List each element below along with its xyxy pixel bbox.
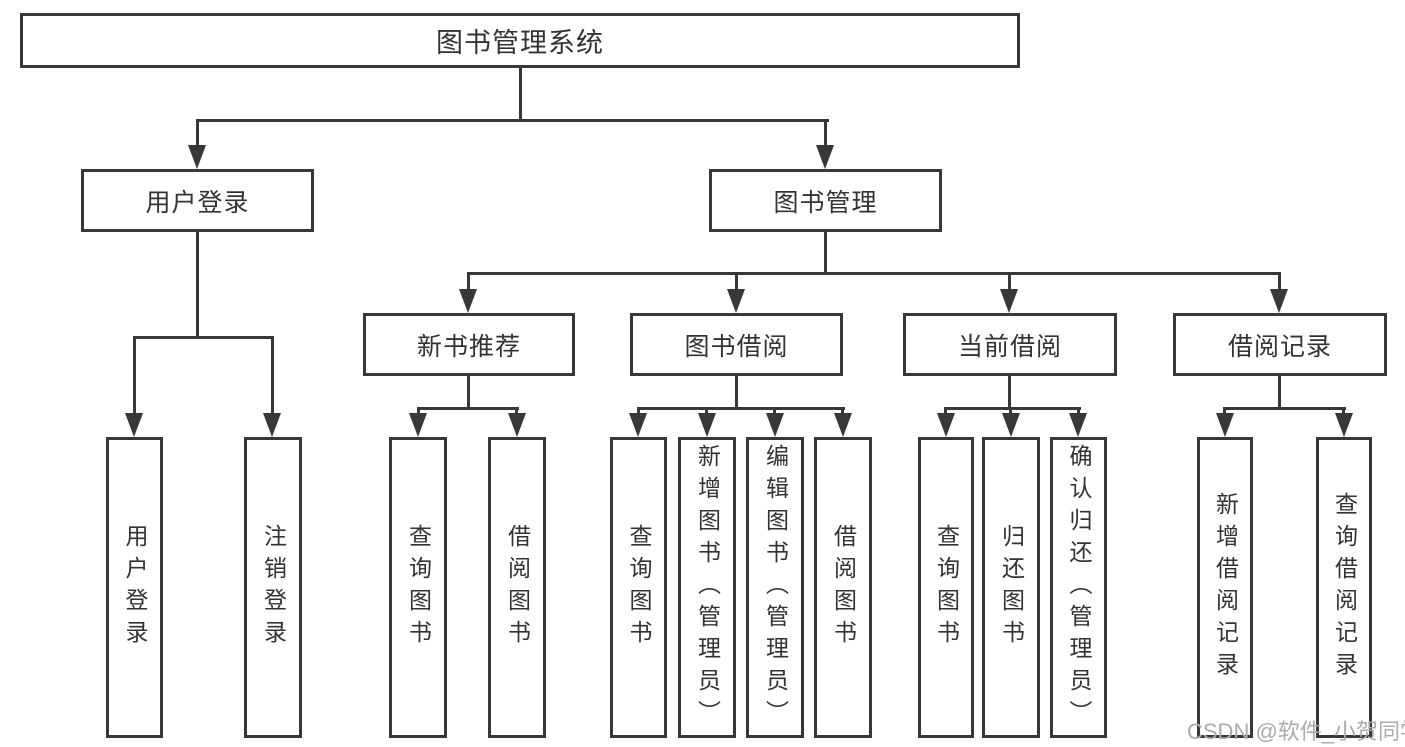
node-label: 图书借阅 xyxy=(684,332,789,361)
arrow-down-icon xyxy=(1000,289,1018,313)
arrow-down-icon xyxy=(409,413,427,437)
node-label: 确认归还（管理员） xyxy=(1066,443,1092,732)
arrow-down-icon xyxy=(1002,413,1020,437)
connector-drop-line xyxy=(1278,272,1281,291)
node-label: 查询图书 xyxy=(405,523,432,652)
arrow-down-icon xyxy=(1069,413,1087,437)
csdn-watermark: CSDN @软件_小贺同学 xyxy=(1187,719,1405,744)
arrow-down-icon xyxy=(727,289,745,313)
connector-drop-line xyxy=(1342,407,1345,415)
connector-login-vline xyxy=(196,232,199,336)
node-label: 查询图书 xyxy=(626,523,652,652)
connector-drop-line xyxy=(417,407,420,415)
node-user-login: 用户登录 xyxy=(81,169,314,232)
connector-drop-line xyxy=(1008,272,1011,291)
node-label: 图书管理系统 xyxy=(436,28,604,58)
connector-drop-line xyxy=(841,407,844,415)
node-book-management: 图书管理 xyxy=(709,169,942,232)
node-leaf-edit-book-admin: 编辑图书（管理员） xyxy=(746,437,804,738)
node-borrow-record: 借阅记录 xyxy=(1173,313,1387,376)
node-book-borrow: 图书借阅 xyxy=(630,313,843,376)
node-label: 当前借阅 xyxy=(957,332,1062,361)
connector-bookborrow-vline xyxy=(735,376,738,407)
connector-drop-line xyxy=(824,119,827,147)
node-label: 图书管理 xyxy=(773,188,878,217)
connector-mgmt-vline xyxy=(824,232,827,272)
node-leaf-query-book-3: 查询图书 xyxy=(918,437,974,738)
connector-drop-line xyxy=(196,119,199,147)
arrow-down-icon xyxy=(937,413,955,437)
connector-drop-line xyxy=(705,407,708,415)
node-leaf-add-book-admin: 新增图书（管理员） xyxy=(678,437,736,738)
node-label: 借阅记录 xyxy=(1227,332,1332,361)
node-label: 用户登录 xyxy=(122,523,148,652)
node-label: 查询图书 xyxy=(933,523,960,652)
connector-borrowrecord-vline xyxy=(1278,376,1281,407)
arrow-down-icon xyxy=(188,145,206,169)
node-leaf-borrow-book-2: 借阅图书 xyxy=(814,437,872,738)
connector-drop-line xyxy=(1223,407,1226,415)
node-leaf-confirm-return-admin: 确认归还（管理员） xyxy=(1050,437,1107,738)
arrow-down-icon xyxy=(1216,413,1234,437)
node-leaf-return-book: 归还图书 xyxy=(982,437,1040,738)
node-label: 新增借阅记录 xyxy=(1212,491,1239,684)
connector-root-vline xyxy=(519,68,522,120)
connector-borrowrecord-hline xyxy=(1223,407,1346,410)
node-label: 注销登录 xyxy=(260,523,287,652)
connector-login-hline xyxy=(133,336,274,339)
arrow-down-icon xyxy=(1335,413,1353,437)
node-label: 新增图书（管理员） xyxy=(694,443,721,732)
arrow-down-icon xyxy=(816,145,834,169)
node-label: 查询借阅记录 xyxy=(1331,491,1358,684)
connector-currentborrow-hline xyxy=(944,407,1081,410)
connector-drop-line xyxy=(1009,407,1012,415)
connector-drop-line xyxy=(515,407,518,415)
connector-drop-line xyxy=(1077,407,1080,415)
connector-newbook-hline xyxy=(417,407,519,410)
node-new-book-recommend: 新书推荐 xyxy=(363,313,575,376)
connector-drop-line xyxy=(133,336,136,415)
connector-drop-line xyxy=(735,272,738,291)
connector-drop-line xyxy=(467,272,470,291)
node-label: 编辑图书（管理员） xyxy=(762,443,789,732)
arrow-down-icon xyxy=(459,289,477,313)
arrow-down-icon xyxy=(698,413,716,437)
connector-newbook-vline xyxy=(467,376,470,407)
connector-drop-line xyxy=(637,407,640,415)
arrow-down-icon xyxy=(1270,289,1288,313)
connector-level2-hline xyxy=(467,272,1281,275)
arrow-down-icon xyxy=(263,413,281,437)
node-leaf-query-book-2: 查询图书 xyxy=(610,437,667,738)
node-current-borrow: 当前借阅 xyxy=(903,313,1117,376)
node-leaf-query-book-1: 查询图书 xyxy=(389,437,447,738)
node-label: 用户登录 xyxy=(145,188,250,217)
arrow-down-icon xyxy=(508,413,526,437)
connector-drop-line xyxy=(944,407,947,415)
arrow-down-icon xyxy=(834,413,852,437)
connector-currentborrow-vline xyxy=(1008,376,1011,407)
connector-drop-line xyxy=(773,407,776,415)
connector-level1-hline xyxy=(196,119,829,122)
node-library-system: 图书管理系统 xyxy=(20,13,1020,68)
node-label: 借阅图书 xyxy=(504,523,531,652)
node-leaf-query-borrow-record: 查询借阅记录 xyxy=(1316,437,1372,738)
node-leaf-user-login: 用户登录 xyxy=(106,437,163,738)
node-label: 借阅图书 xyxy=(830,523,857,652)
node-leaf-borrow-book-1: 借阅图书 xyxy=(488,437,546,738)
node-label: 新书推荐 xyxy=(416,332,521,361)
arrow-down-icon xyxy=(629,413,647,437)
node-leaf-logout: 注销登录 xyxy=(244,437,302,738)
arrow-down-icon xyxy=(125,413,143,437)
node-leaf-add-borrow-record: 新增借阅记录 xyxy=(1197,437,1253,738)
connector-drop-line xyxy=(271,336,274,415)
connector-bookborrow-hline xyxy=(637,407,845,410)
node-label: 归还图书 xyxy=(998,523,1025,652)
arrow-down-icon xyxy=(766,413,784,437)
